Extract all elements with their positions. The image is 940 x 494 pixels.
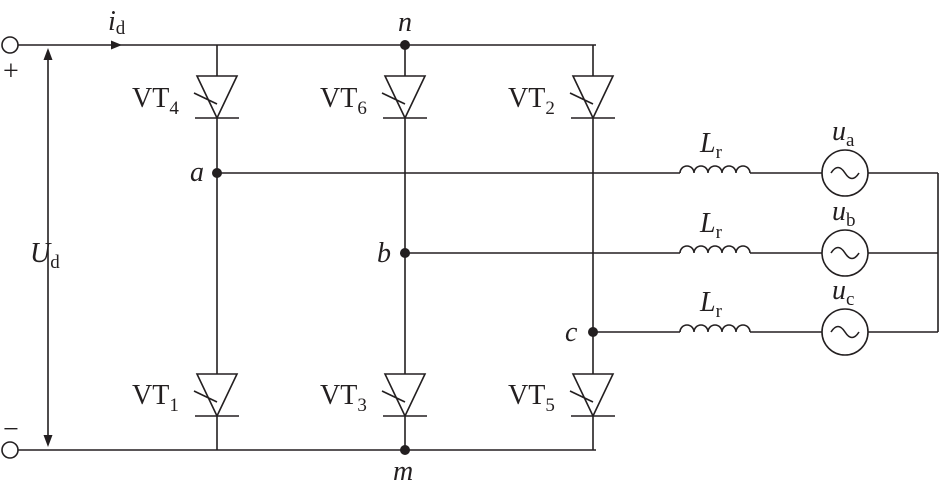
vt2-label: VT2 xyxy=(508,83,555,119)
vt1-label: VT1 xyxy=(132,380,179,416)
thyristor-vt2 xyxy=(569,75,615,120)
source-b-label: ub xyxy=(832,196,856,231)
ac-source-c xyxy=(821,308,869,356)
terminal-negative xyxy=(1,441,19,459)
ac-source-a xyxy=(821,149,869,197)
node-b-label: b xyxy=(377,238,391,269)
thyristor-vt1 xyxy=(193,373,239,418)
vt5-label: VT5 xyxy=(508,380,555,416)
source-c-label: uc xyxy=(832,275,854,310)
node-m-label: m xyxy=(393,456,413,487)
inductor-c xyxy=(679,324,751,333)
terminal-plus-label: + xyxy=(3,56,19,87)
terminal-minus-label: − xyxy=(3,414,19,445)
thyristor-vt5 xyxy=(569,373,615,418)
current-arrow xyxy=(111,40,122,50)
inductor-a xyxy=(679,165,751,174)
inductor-a-label: Lr xyxy=(699,128,723,163)
thyristor-vt3 xyxy=(381,373,427,418)
inductor-b-label: Lr xyxy=(699,208,723,243)
junction-dots xyxy=(212,40,598,455)
node-n-label: n xyxy=(398,7,412,38)
thyristor-vt6 xyxy=(381,75,427,120)
current-label: id xyxy=(108,6,126,39)
node-a-label: a xyxy=(190,157,204,188)
voltage-arrow xyxy=(43,48,53,447)
ac-phase-wires xyxy=(217,172,939,333)
inductor-c-label: Lr xyxy=(699,287,723,322)
terminal-positive xyxy=(1,36,19,54)
inductor-b xyxy=(679,245,751,254)
vt3-label: VT3 xyxy=(320,380,367,416)
voltage-label: Ud xyxy=(30,238,60,273)
source-a-label: ua xyxy=(832,116,855,151)
thyristor-vt4 xyxy=(193,75,239,120)
vt4-label: VT4 xyxy=(132,83,179,119)
ac-source-b xyxy=(821,229,869,277)
vt6-label: VT6 xyxy=(320,83,367,119)
node-c-label: c xyxy=(565,317,578,348)
